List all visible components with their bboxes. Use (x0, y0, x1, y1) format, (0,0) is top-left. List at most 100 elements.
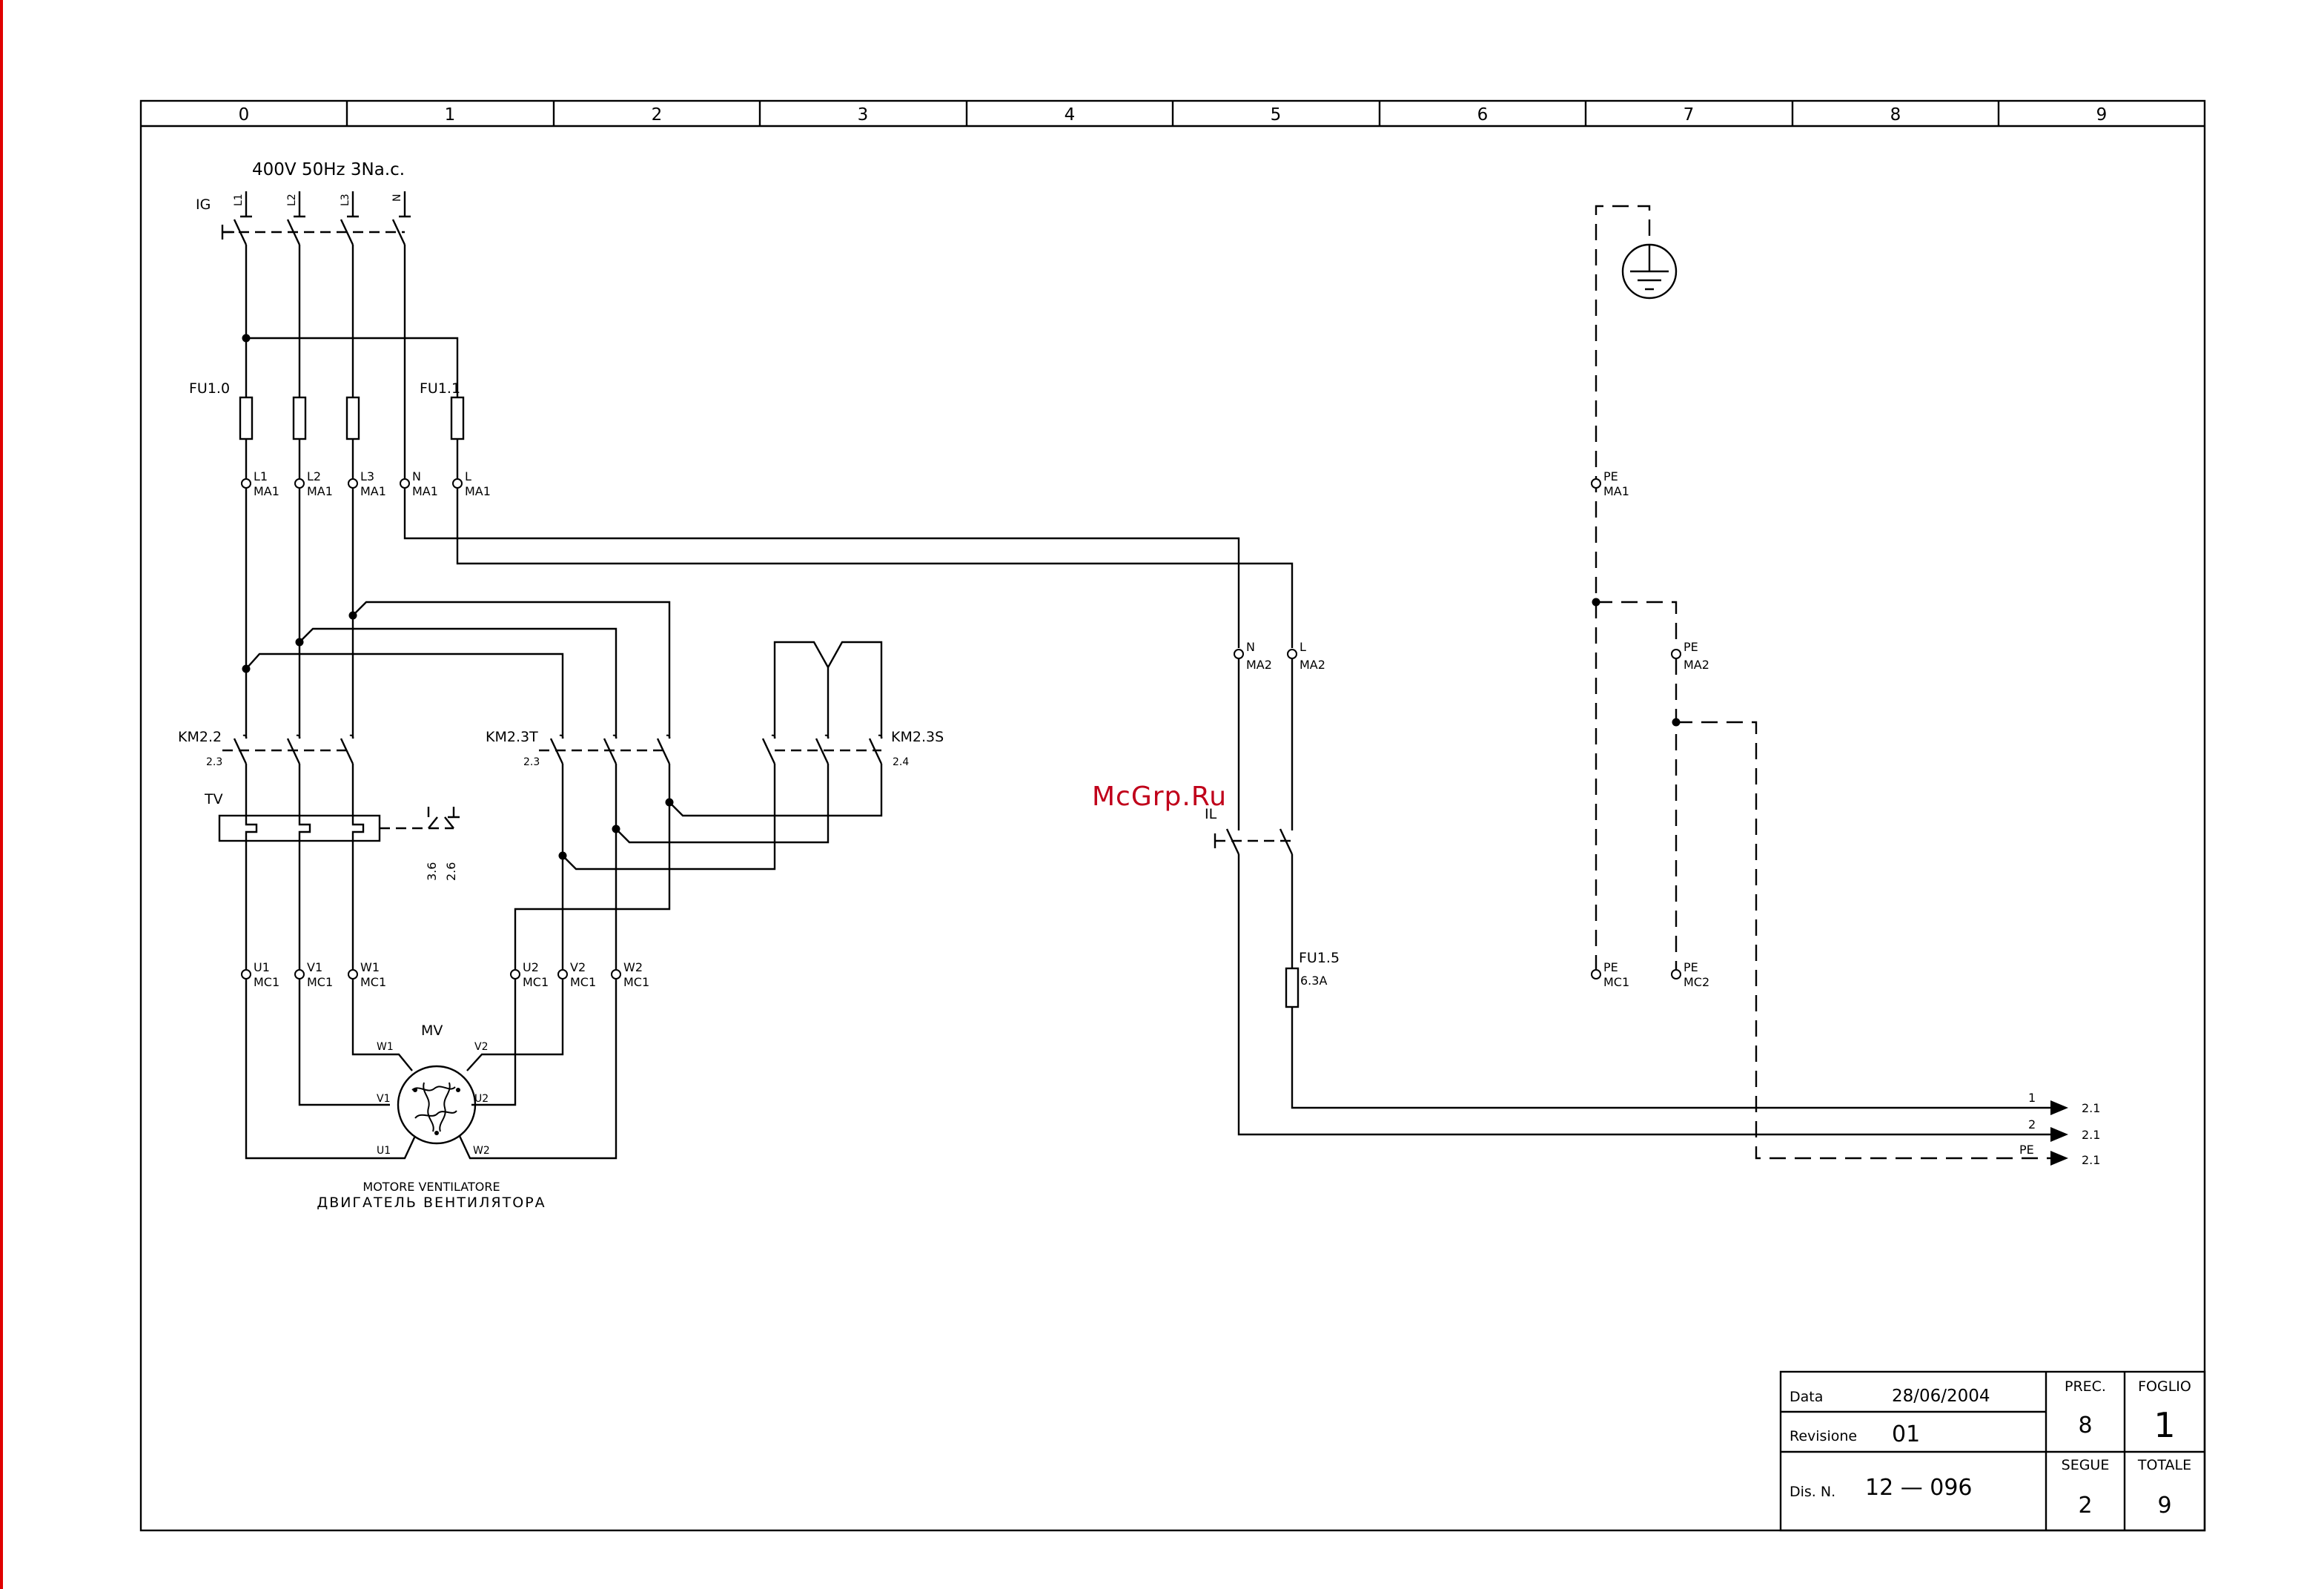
ma1-n-block: MA1 (412, 484, 438, 498)
motor-w2: W2 (473, 1145, 490, 1157)
ma2-l-block: MA2 (1300, 658, 1325, 672)
motor-caption-it: MOTORE VENTILATORE (362, 1180, 500, 1194)
drawing-frame (139, 99, 2206, 1532)
phase-n-label: N (391, 194, 403, 202)
mc1-u2-block: MC1 (523, 975, 549, 989)
foglio-label: FOGLIO (2138, 1378, 2191, 1395)
fu11-label: FU1.1 (420, 380, 460, 397)
zone-3: 3 (858, 105, 869, 125)
ma1-l3: L3 (360, 469, 374, 483)
out-ref-1: 2.1 (2082, 1101, 2100, 1115)
pe-mc2: PE (1684, 960, 1698, 974)
ma2-l: L (1300, 640, 1306, 654)
zone-4: 4 (1065, 105, 1076, 125)
ma2-n: N (1246, 640, 1255, 654)
fu15-rating: 6.3A (1300, 974, 1327, 988)
ma1-l-block: MA1 (465, 484, 491, 498)
zone-2: 2 (652, 105, 663, 125)
phase-l3-label: L3 (340, 194, 351, 206)
zone-6: 6 (1477, 105, 1489, 125)
motor-v2: V2 (474, 1041, 488, 1053)
ma1-l1-block: MA1 (254, 484, 279, 498)
out-wire-pe: PE (2019, 1143, 2034, 1157)
tv-ref-2: 2.6 (444, 862, 458, 881)
motor-caption-ru: ДВИГАТЕЛЬ ВЕНТИЛЯТОРА (317, 1195, 546, 1211)
contactor-km23t: KM2.3T 2.3 (486, 712, 674, 970)
data-label: Data (1790, 1389, 1823, 1405)
revisione-label: Revisione (1790, 1428, 1857, 1444)
zone-7: 7 (1684, 105, 1695, 125)
pe-mc1-block: MC1 (1603, 975, 1629, 989)
motor-u2: U2 (474, 1093, 489, 1105)
out-ref-pe: 2.1 (2082, 1153, 2100, 1167)
main-switch-ig: 400V 50Hz 3Na.c. IG L1 L2 L3 N (196, 160, 411, 245)
mc1-w1: W1 (360, 960, 380, 974)
motor-u1: U1 (377, 1145, 391, 1157)
km23s-label: KM2.3S (891, 729, 944, 745)
km23s-ref: 2.4 (893, 756, 909, 768)
km22-ref: 2.3 (206, 756, 222, 768)
mc1-v2: V2 (570, 960, 586, 974)
ma2-n-block: MA2 (1246, 658, 1272, 672)
phase-l1-label: L1 (233, 194, 245, 206)
earth-circuit: PE MA1 PE MA2 PE MC1 PE MC2 (1591, 205, 2050, 1160)
zone-numbers: 0 1 2 3 4 5 6 7 8 9 (239, 105, 2108, 125)
out-wire-1: 1 (2028, 1091, 2036, 1105)
mc1-w1-block: MC1 (360, 975, 386, 989)
motor-mv: MV W1 V2 V1 U2 U1 W2 MOTORE VENTILATORE … (245, 979, 618, 1211)
fu10-label: FU1.0 (189, 380, 230, 397)
control-supply-wires (403, 488, 1294, 648)
zone-8: 8 (1890, 105, 1901, 125)
mc1-v1: V1 (307, 960, 322, 974)
ma1-l1: L1 (254, 469, 268, 483)
prec-value: 8 (2078, 1413, 2092, 1438)
contactor-km23s: KM2.3S 2.4 (562, 641, 944, 871)
zone-0: 0 (239, 105, 250, 125)
supply-label: 400V 50Hz 3Na.c. (252, 160, 405, 179)
mc1-v1-block: MC1 (307, 975, 333, 989)
totale-label: TOTALE (2137, 1457, 2191, 1473)
km23t-ref: 2.3 (523, 756, 540, 768)
tv-ref-1: 3.6 (425, 862, 439, 881)
control-circuit: N MA2 L MA2 IL FU1.5 6.3A (1205, 640, 2050, 1136)
ma1-l2-block: MA1 (307, 484, 333, 498)
mc1-u1-block: MC1 (254, 975, 279, 989)
thermal-relay-tv: TV 3.6 2.6 (204, 791, 460, 970)
dis-label: Dis. N. (1790, 1484, 1835, 1500)
ma1-l2: L2 (307, 469, 321, 483)
zone-9: 9 (2096, 105, 2108, 125)
pe-ma1-block: MA1 (1603, 484, 1629, 498)
title-block: Data 28/06/2004 Revisione 01 Dis. N. 12 … (1779, 1370, 2206, 1532)
km23t-label: KM2.3T (486, 729, 538, 745)
power-distribution: FU1.0 FU1.1 (189, 245, 465, 479)
terminal-block-ma1: L1 MA1 L2 MA1 L3 MA1 N MA1 L MA1 (241, 469, 491, 498)
mc1-w2-block: MC1 (623, 975, 649, 989)
mc1-u2: U2 (523, 960, 539, 974)
contactor-km22: KM2.2 2.3 (178, 727, 354, 816)
mc1-v2-block: MC1 (570, 975, 596, 989)
phase-l2-label: L2 (286, 194, 298, 206)
foglio-value: 1 (2153, 1405, 2175, 1445)
motor-v1: V1 (377, 1093, 390, 1105)
ma1-l3-block: MA1 (360, 484, 386, 498)
mc1-u1: U1 (254, 960, 270, 974)
mc1-w2: W2 (623, 960, 643, 974)
pe-ma1: PE (1603, 469, 1618, 483)
zone-1: 1 (445, 105, 456, 125)
ig-label: IG (196, 196, 211, 213)
motor-label: MV (421, 1023, 443, 1039)
il-label: IL (1205, 806, 1217, 822)
tv-label: TV (204, 791, 223, 807)
pe-ma2-block: MA2 (1684, 658, 1709, 672)
watermark: McGrp.Ru (1092, 782, 1227, 812)
pe-mc2-block: MC2 (1684, 975, 1709, 989)
phase-wiring (242, 488, 671, 727)
left-margin-line (0, 0, 3, 1589)
ma1-l: L (465, 469, 471, 483)
fu15-label: FU1.5 (1299, 950, 1340, 966)
out-ref-2: 2.1 (2082, 1128, 2100, 1142)
terminal-block-mc1: U1 MC1 V1 MC1 W1 MC1 U2 MC1 V2 MC1 W2 MC… (241, 960, 649, 989)
output-references: 1 2.1 2 2.1 PE 2.1 (2019, 1091, 2100, 1167)
out-wire-2: 2 (2028, 1117, 2036, 1132)
pe-mc1: PE (1603, 960, 1618, 974)
